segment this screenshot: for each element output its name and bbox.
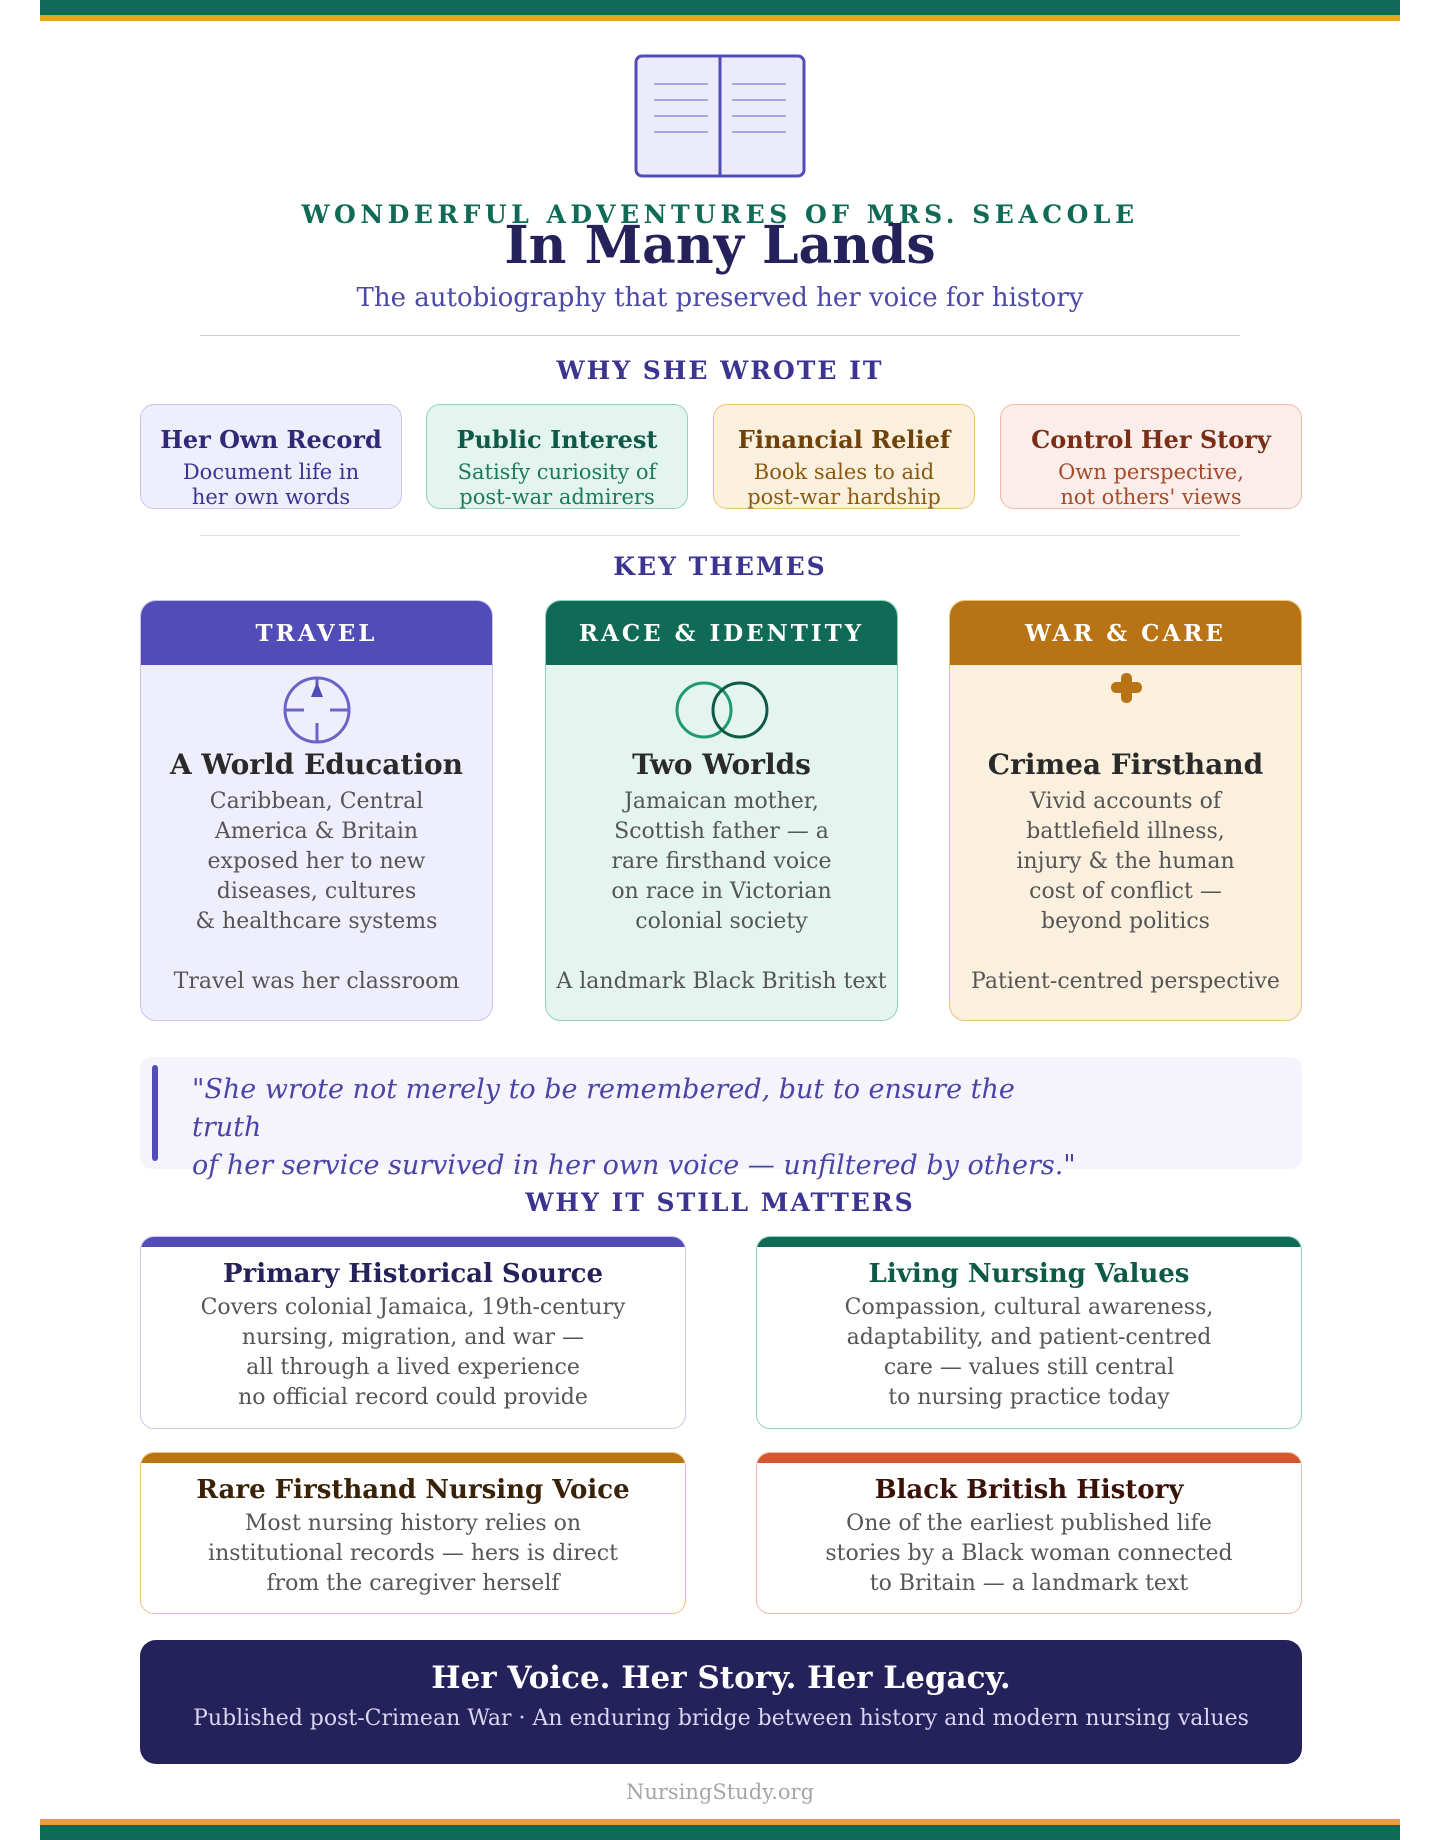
- theme-label: RACE & IDENTITY: [546, 601, 897, 665]
- reason-title: Public Interest: [456, 425, 658, 454]
- theme-title: A World Education: [169, 748, 464, 781]
- matter-title: Primary Historical Source: [222, 1259, 604, 1289]
- card-accent: [757, 1237, 1301, 1247]
- reason-title: Financial Relief: [737, 425, 951, 454]
- reason-card-control-story: Control Her Story Own perspective,not ot…: [1000, 404, 1302, 509]
- matter-card-firsthand-voice: Rare Firsthand Nursing Voice Most nursin…: [140, 1452, 686, 1614]
- medical-cross-icon: [1111, 673, 1142, 703]
- theme-label: WAR & CARE: [950, 601, 1301, 665]
- quote-text: "She wrote not merely to be remembered, …: [192, 1074, 1076, 1181]
- compass-icon: [283, 676, 351, 744]
- reason-title: Control Her Story: [1031, 425, 1271, 454]
- theme-card-war-care: WAR & CARE Crimea Firsthand Vivid accoun…: [949, 600, 1302, 1021]
- section-heading-key-themes: KEY THEMES: [613, 552, 827, 581]
- two-circles-icon: [675, 681, 769, 739]
- theme-title: Two Worlds: [632, 748, 811, 781]
- matter-text: Compassion, cultural awareness,adaptabil…: [844, 1295, 1214, 1410]
- theme-label: TRAVEL: [141, 601, 492, 665]
- site-credit: NursingStudy.org: [625, 1780, 815, 1804]
- theme-footer: Travel was her classroom: [173, 969, 460, 994]
- card-accent: [757, 1453, 1301, 1463]
- reason-text: Own perspective,not others' views: [1058, 460, 1244, 509]
- theme-card-travel: TRAVEL A World Education Caribbean, Cent…: [140, 600, 493, 1021]
- reason-title: Her Own Record: [160, 425, 382, 454]
- section-heading-why-wrote: WHY SHE WROTE IT: [556, 356, 884, 385]
- matter-title: Living Nursing Values: [868, 1259, 1190, 1289]
- page-subtitle: The autobiography that preserved her voi…: [356, 283, 1084, 313]
- open-book-icon: [634, 54, 806, 178]
- quote-accent-bar: [152, 1065, 158, 1161]
- top-accent-bar: [40, 0, 1400, 21]
- section-heading-why-matters: WHY IT STILL MATTERS: [525, 1188, 915, 1217]
- page-kicker: WONDERFUL ADVENTURES OF MRS. SEACOLE: [301, 200, 1139, 229]
- pull-quote: "She wrote not merely to be remembered, …: [140, 1057, 1302, 1181]
- card-accent: [141, 1453, 685, 1463]
- page-title: In Many Lands: [504, 215, 936, 276]
- theme-footer: A landmark Black British text: [556, 969, 887, 994]
- divider: [200, 335, 1240, 336]
- matter-title: Rare Firsthand Nursing Voice: [196, 1475, 630, 1505]
- card-accent: [141, 1237, 685, 1247]
- matter-card-black-british-history: Black British History One of the earlies…: [756, 1452, 1302, 1614]
- legacy-banner: Her Voice. Her Story. Her Legacy. Publis…: [140, 1640, 1302, 1764]
- matter-card-primary-source: Primary Historical Source Covers colonia…: [140, 1236, 686, 1429]
- banner-title: Her Voice. Her Story. Her Legacy.: [431, 1660, 1011, 1696]
- bottom-accent-bar: [40, 1819, 1400, 1840]
- banner-subtitle: Published post-Crimean War · An enduring…: [193, 1706, 1249, 1731]
- theme-title: Crimea Firsthand: [987, 748, 1264, 781]
- divider: [200, 535, 1240, 536]
- matter-title: Black British History: [874, 1475, 1184, 1505]
- theme-card-race-identity: RACE & IDENTITY Two Worlds Jamaican moth…: [545, 600, 898, 1021]
- matter-card-nursing-values: Living Nursing Values Compassion, cultur…: [756, 1236, 1302, 1429]
- theme-footer: Patient-centred perspective: [971, 969, 1280, 994]
